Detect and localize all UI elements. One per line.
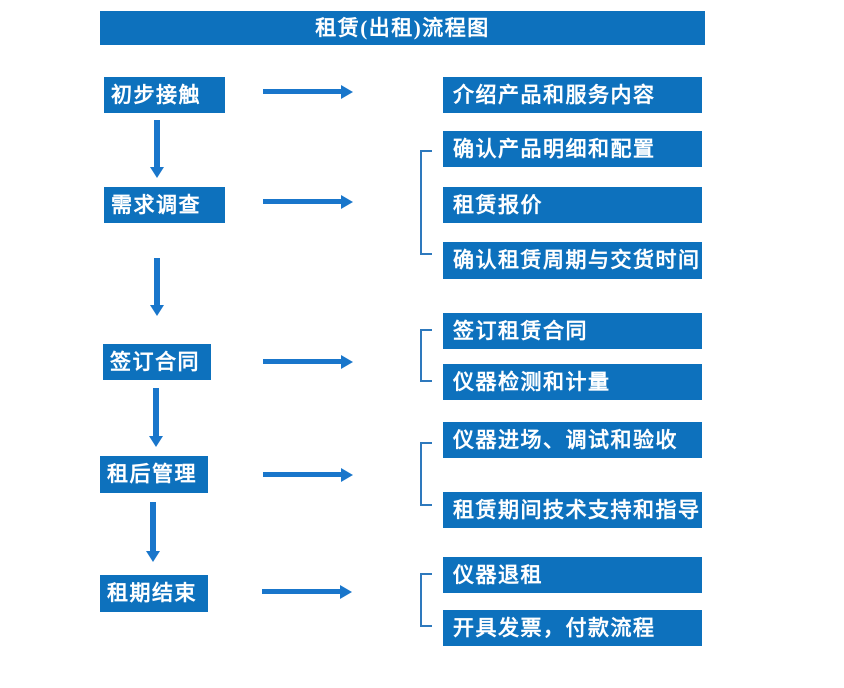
group-bracket <box>420 442 432 506</box>
down-arrow-icon <box>150 120 165 178</box>
right-arrow-icon <box>263 195 353 209</box>
detail-box: 仪器退租 <box>443 557 702 593</box>
detail-box: 开具发票，付款流程 <box>443 610 702 646</box>
detail-box: 租赁报价 <box>443 187 702 223</box>
step-box-post-rental-management: 租后管理 <box>100 456 208 493</box>
group-bracket <box>420 329 432 382</box>
detail-box: 确认租赁周期与交货时间 <box>443 242 702 279</box>
flowchart-title: 租赁(出租)流程图 <box>100 11 705 45</box>
detail-box: 确认产品明细和配置 <box>443 131 702 167</box>
step-box-demand-survey: 需求调查 <box>104 187 225 223</box>
detail-box: 仪器检测和计量 <box>443 364 702 400</box>
right-arrow-icon <box>263 85 353 99</box>
right-arrow-icon <box>263 468 353 482</box>
detail-box: 仪器进场、调试和验收 <box>443 422 702 458</box>
down-arrow-icon <box>150 258 165 316</box>
step-box-rental-end: 租期结束 <box>100 575 208 612</box>
down-arrow-icon <box>149 388 164 447</box>
group-bracket <box>420 150 432 255</box>
step-box-initial-contact: 初步接触 <box>104 77 225 113</box>
group-bracket <box>420 573 432 627</box>
right-arrow-icon <box>263 355 353 369</box>
detail-box: 签订租赁合同 <box>443 313 702 349</box>
detail-box: 租赁期间技术支持和指导 <box>443 492 702 528</box>
step-box-sign-contract: 签订合同 <box>103 344 211 380</box>
detail-box: 介绍产品和服务内容 <box>443 77 702 113</box>
right-arrow-icon <box>262 585 352 599</box>
down-arrow-icon <box>146 502 161 562</box>
